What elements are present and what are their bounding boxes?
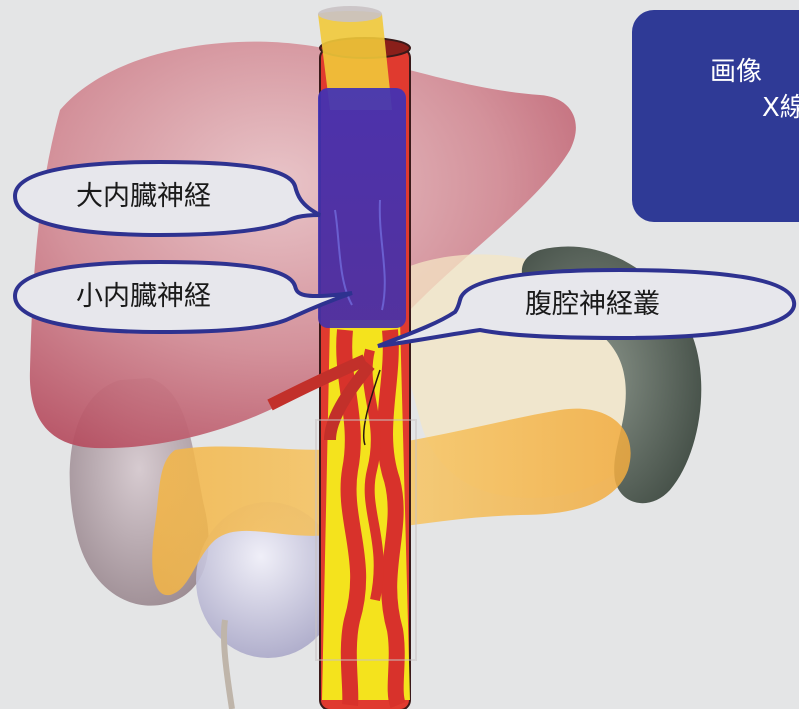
needle-overlay xyxy=(318,88,406,328)
label-greater-splanchnic-nerve: 大内臓神経 xyxy=(76,183,211,210)
info-box-line1: 画像 xyxy=(710,54,799,90)
label-lesser-splanchnic-nerve: 小内臓神経 xyxy=(76,283,211,310)
label-celiac-plexus: 腹腔神経叢 xyxy=(525,291,660,318)
info-box: 画像 X線 xyxy=(632,10,799,222)
info-box-line2: X線 xyxy=(710,90,799,126)
